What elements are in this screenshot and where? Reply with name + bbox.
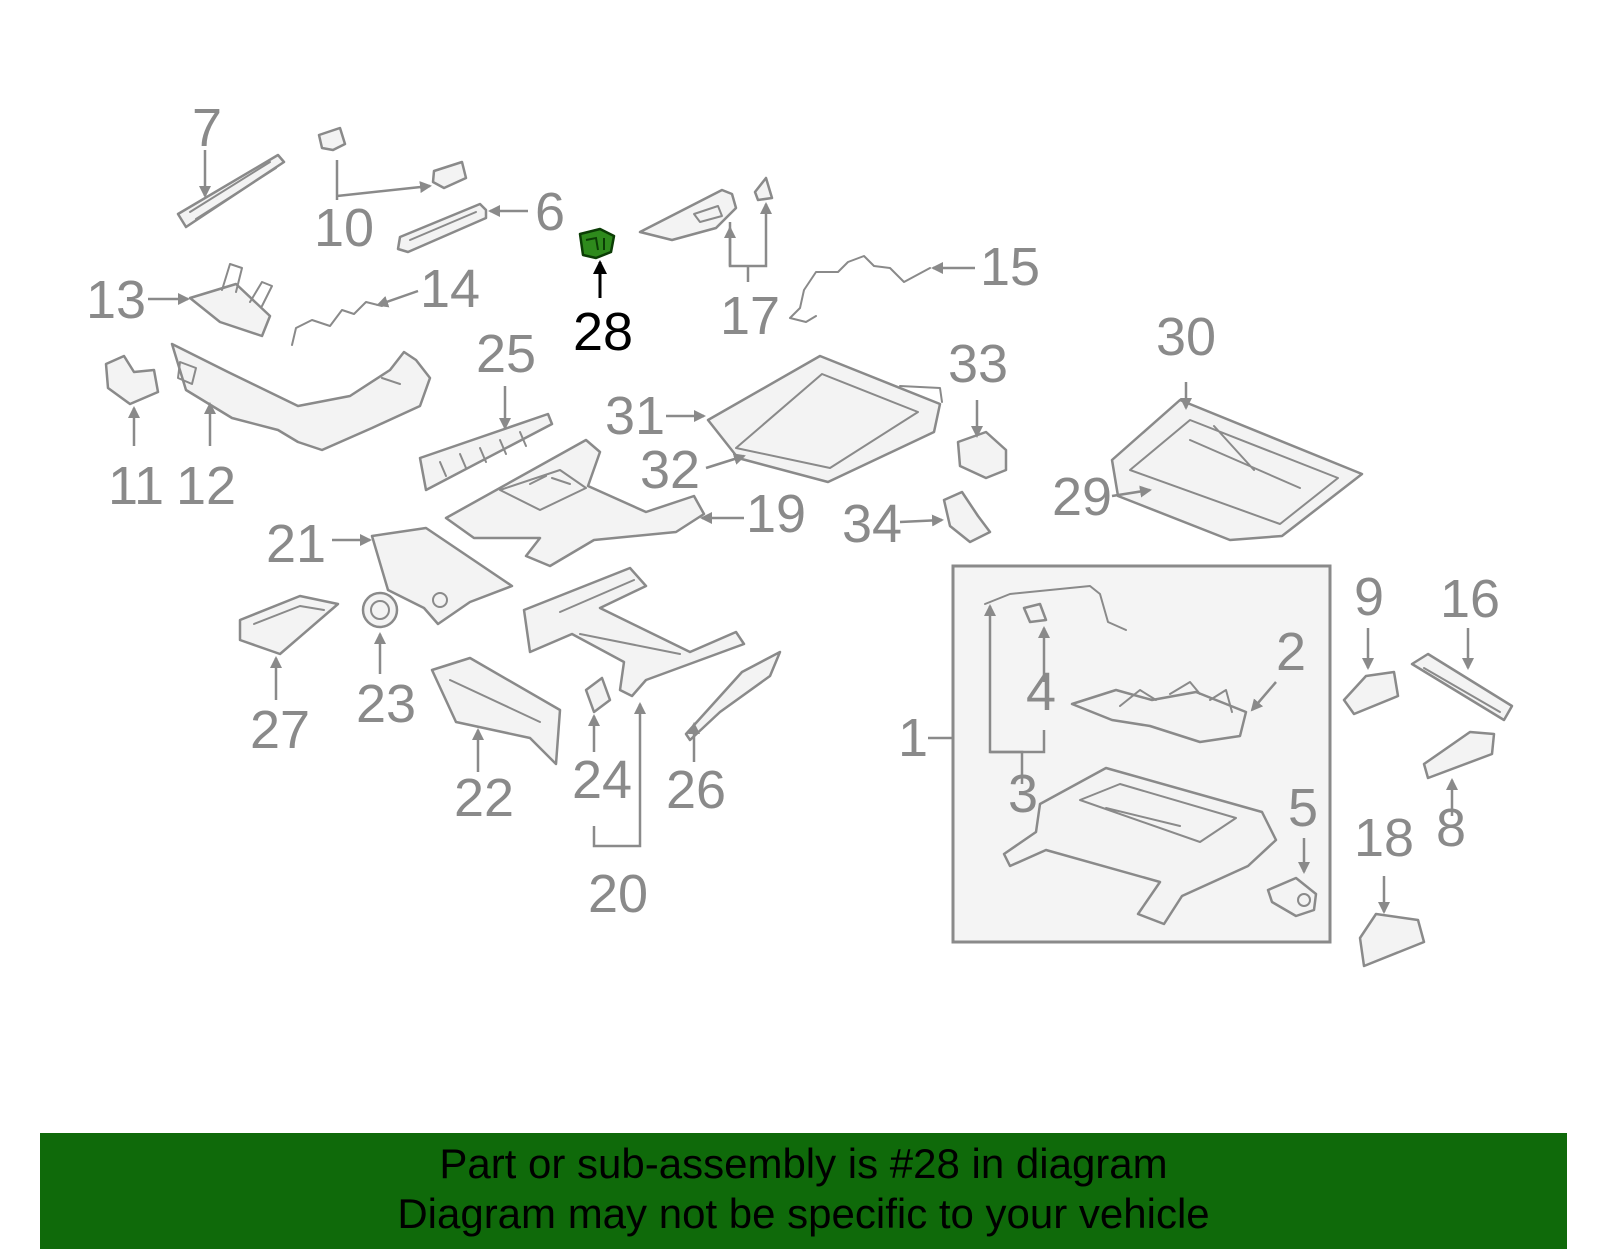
callout-31: 31 xyxy=(605,386,665,446)
callout-28: 28 xyxy=(573,302,633,362)
leader-32 xyxy=(705,453,746,470)
part-6-trim xyxy=(396,202,488,254)
part-14-wire xyxy=(291,301,383,346)
part-2-mat xyxy=(1070,681,1248,744)
part-25-mesh xyxy=(418,412,554,492)
callout-20: 20 xyxy=(588,864,648,924)
callout-33: 33 xyxy=(948,334,1008,394)
leader-2 xyxy=(1250,681,1277,712)
callout-8: 8 xyxy=(1436,798,1466,858)
callout-32: 32 xyxy=(640,440,700,500)
callout-22: 22 xyxy=(454,768,514,828)
leader-3b xyxy=(990,730,1046,754)
leader-20 xyxy=(592,702,646,848)
part-29-30-cover xyxy=(1110,398,1364,542)
callout-17: 17 xyxy=(720,286,780,346)
part-13-bracket xyxy=(188,263,273,338)
part-4-clip xyxy=(1022,602,1048,624)
part-3-base xyxy=(1002,766,1278,926)
subassembly-box-1 xyxy=(951,564,1332,944)
leader-17b xyxy=(730,228,750,282)
callout-1: 1 xyxy=(898,708,928,768)
part-15-harness xyxy=(789,255,931,323)
callout-21: 21 xyxy=(266,514,326,574)
banner-line-part: Part or sub-assembly is #28 in diagram xyxy=(439,1140,1168,1187)
leader-29 xyxy=(1111,485,1152,498)
part-24-clip xyxy=(584,676,612,714)
callout-13: 13 xyxy=(86,270,146,330)
info-banner: Part or sub-assembly is #28 in diagram D… xyxy=(40,1133,1567,1249)
part-17-panel xyxy=(638,176,774,242)
part-34-bracket xyxy=(942,490,992,544)
callout-12: 12 xyxy=(176,456,236,516)
callout-6: 6 xyxy=(535,182,565,242)
part-22-trim xyxy=(430,656,562,766)
part-4-harness xyxy=(984,585,1127,631)
part-12-cover xyxy=(170,342,432,452)
part-27-tray xyxy=(238,594,340,656)
callout-23: 23 xyxy=(356,674,416,734)
part-21-shield xyxy=(370,526,514,626)
callout-10: 10 xyxy=(314,198,374,258)
callout-34: 34 xyxy=(842,494,902,554)
leader-34 xyxy=(899,514,944,527)
callout-15: 15 xyxy=(980,237,1040,297)
part-16-rail xyxy=(1410,652,1514,722)
callout-2: 2 xyxy=(1276,622,1306,682)
banner-line-disclaimer: Diagram may not be specific to your vehi… xyxy=(397,1190,1210,1237)
callout-3: 3 xyxy=(1008,764,1038,824)
callout-25: 25 xyxy=(476,324,536,384)
part-10-clips xyxy=(317,126,468,190)
part-9-cap xyxy=(1342,670,1400,716)
part-8-cover xyxy=(1422,730,1496,780)
callout-26: 26 xyxy=(666,760,726,820)
callout-4: 4 xyxy=(1026,662,1056,722)
part-31-32-cushion xyxy=(706,354,943,484)
part-5-motor xyxy=(1266,876,1318,918)
callout-27: 27 xyxy=(250,700,310,760)
callout-14: 14 xyxy=(420,259,480,319)
part-26-trim xyxy=(684,650,782,742)
part-11-bracket xyxy=(104,354,160,406)
callout-5: 5 xyxy=(1288,778,1318,838)
part-23-ring xyxy=(361,591,399,629)
callout-9: 9 xyxy=(1354,567,1384,627)
callout-19: 19 xyxy=(746,484,806,544)
leader-10 xyxy=(335,160,430,200)
part-7-rail xyxy=(176,153,286,229)
callout-30: 30 xyxy=(1156,307,1216,367)
part-33-motor xyxy=(956,430,1008,480)
part-18-cap xyxy=(1358,912,1426,968)
part-20-frame xyxy=(522,566,746,698)
callout-11: 11 xyxy=(108,456,164,516)
leader-17 xyxy=(728,202,772,268)
callout-24: 24 xyxy=(572,750,632,810)
callout-18: 18 xyxy=(1354,808,1414,868)
callout-7: 7 xyxy=(192,98,222,158)
callout-29: 29 xyxy=(1052,467,1112,527)
part-19-frame xyxy=(444,438,706,568)
leader-14 xyxy=(376,289,419,308)
callout-16: 16 xyxy=(1440,569,1500,629)
part-28-highlighted xyxy=(578,227,616,260)
